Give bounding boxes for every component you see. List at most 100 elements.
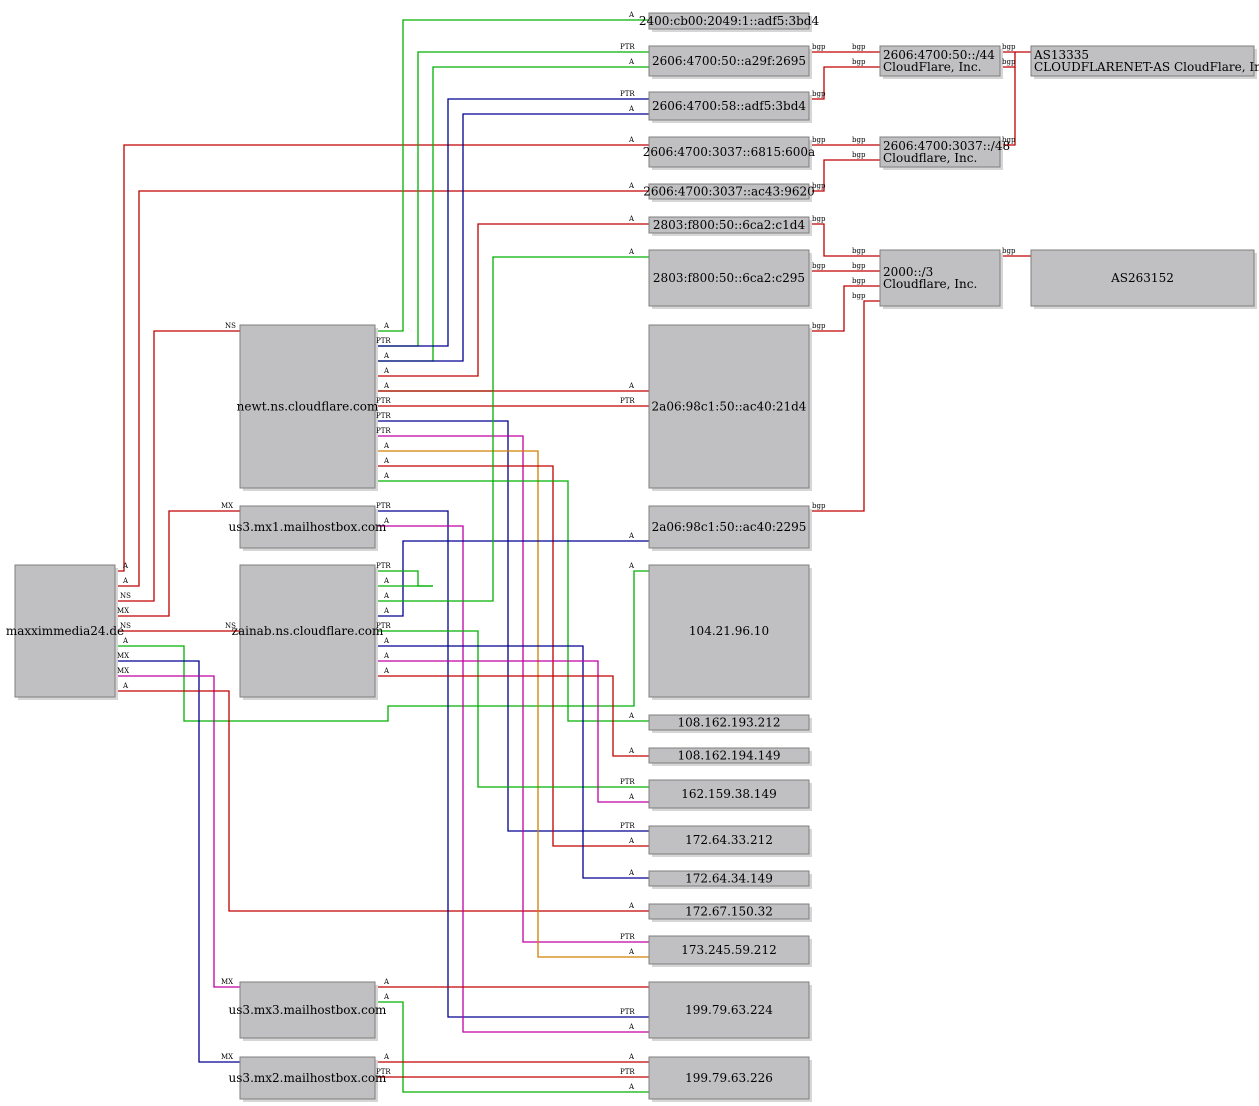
edge-label: A xyxy=(628,793,635,801)
node-label: 2803:f800:50::6ca2:c1d4 xyxy=(653,218,806,232)
edge-label: bgp xyxy=(812,90,826,98)
edge-label: A xyxy=(628,869,635,877)
edge-label: bgp xyxy=(812,136,826,144)
edge-newt-ptr-172-212 xyxy=(375,420,649,832)
edge-label: A xyxy=(383,592,390,600)
node-label: newt.ns.cloudflare.com xyxy=(237,400,379,414)
node-as263152: AS263152 xyxy=(1030,249,1257,309)
edge-domain-a-172-67 xyxy=(115,690,649,912)
edge-domain-a-ac43 xyxy=(115,190,649,587)
edge-zainab-a-2295 xyxy=(375,540,649,617)
edge-label: PTR xyxy=(620,43,635,51)
node-label: Cloudflare, Inc. xyxy=(883,151,977,165)
edge-zainab-a-108-149 xyxy=(375,675,649,757)
edge-zainab-ptr-162 xyxy=(375,630,649,788)
edge-label: PTR xyxy=(376,337,391,345)
edge-label: bgp xyxy=(852,43,866,51)
edge-label: A xyxy=(628,1053,635,1061)
edge-label: A xyxy=(383,978,390,986)
edge-newt-ptr-adf5 xyxy=(375,98,649,347)
edge-bgp-21d4-2000 xyxy=(809,285,880,332)
edge-label: A xyxy=(628,948,635,956)
edge-label: A xyxy=(628,712,635,720)
edge-label: bgp xyxy=(812,43,826,51)
edge-label: MX xyxy=(117,652,129,660)
node-label: 199.79.63.224 xyxy=(685,1003,773,1017)
edge-label: A xyxy=(383,472,390,480)
node-label: 2606:4700:50::a29f:2695 xyxy=(652,54,806,68)
node-ip-2606-6815: 2606:4700:3037::6815:600a xyxy=(643,136,815,170)
node-label: 108.162.193.212 xyxy=(677,716,780,730)
node-label: 173.245.59.212 xyxy=(681,943,776,957)
edge-label: A xyxy=(628,562,635,570)
edge-label: NS xyxy=(120,592,131,600)
node-label: AS13335 xyxy=(1033,48,1089,62)
edge-label: A xyxy=(628,1023,635,1031)
node-ip-2803-c295: 2803:f800:50::6ca2:c295 xyxy=(648,249,812,309)
node-newt: newt.ns.cloudflare.com xyxy=(237,324,379,491)
edge-label: PTR xyxy=(376,562,391,570)
edge-newt-a-173 xyxy=(375,450,649,958)
node-label: 2606:4700:50::/44 xyxy=(883,48,995,62)
edge-domain-a-6815 xyxy=(115,144,649,572)
node-ip-104: 104.21.96.10 xyxy=(648,564,812,700)
edge-label: A xyxy=(628,248,635,256)
node-mx3: us3.mx3.mailhostbox.com xyxy=(229,981,388,1041)
edge-label: A xyxy=(383,652,390,660)
node-mx1: us3.mx1.mailhostbox.com xyxy=(229,505,388,551)
edge-newt-a-c295 xyxy=(375,256,649,392)
edge-label: A xyxy=(628,837,635,845)
node-label: 2a06:98c1:50::ac40:21d4 xyxy=(652,400,807,414)
node-ip-2400: 2400:cb00:2049:1::adf5:3bd4 xyxy=(639,12,820,32)
edge-label: bgp xyxy=(812,322,826,330)
edge-label: A xyxy=(628,902,635,910)
edge-label: PTR xyxy=(376,622,391,630)
edge-label: A xyxy=(383,637,390,645)
edge-label: A xyxy=(628,58,635,66)
edge-domain-mx-mx1 xyxy=(115,510,240,617)
edge-label: A xyxy=(628,747,635,755)
node-label: 2606:4700:58::adf5:3bd4 xyxy=(652,99,806,113)
node-label: 2803:f800:50::6ca2:c295 xyxy=(653,271,805,285)
edge-mx1-a-224 xyxy=(375,525,649,1033)
node-mx2: us3.mx2.mailhostbox.com xyxy=(229,1056,387,1102)
edge-domain-mx-mx3 xyxy=(115,675,240,988)
node-ip-2606-ac43: 2606:4700:3037::ac43:9620 xyxy=(643,183,815,202)
edge-domain-ns-newt xyxy=(115,330,240,602)
edge-label: A xyxy=(628,382,635,390)
edge-label: A xyxy=(383,607,390,615)
node-ip-2606-a29f: 2606:4700:50::a29f:2695 xyxy=(648,45,812,79)
edge-label: bgp xyxy=(1002,136,1016,144)
node-maxximmedia: maxximmedia24.de xyxy=(6,564,124,700)
node-label: AS263152 xyxy=(1110,271,1174,285)
edge-label: bgp xyxy=(852,247,866,255)
edge-label: A xyxy=(383,1053,390,1061)
node-ip-172-64-212: 172.64.33.212 xyxy=(648,825,812,857)
edge-label: NS xyxy=(225,322,236,330)
node-label: 199.79.63.226 xyxy=(685,1071,773,1085)
edge-bgp-adf5-44 xyxy=(809,66,880,100)
node-ip-199-224: 199.79.63.224 xyxy=(648,981,812,1041)
node-ip-172-64-149: 172.64.34.149 xyxy=(648,870,812,889)
node-ip-108-212: 108.162.193.212 xyxy=(648,714,812,733)
node-zainab: zainab.ns.cloudflare.com xyxy=(232,564,384,700)
edge-label: A xyxy=(628,532,635,540)
edge-label: A xyxy=(383,322,390,330)
edge-zainab-a-162 xyxy=(375,660,649,803)
edge-label: A xyxy=(383,352,390,360)
edge-label: PTR xyxy=(620,822,635,830)
edge-newt-ptr-173 xyxy=(375,435,649,943)
edge-mx1-ptr-224 xyxy=(375,510,649,1018)
edge-label: PTR xyxy=(620,397,635,405)
edge-label: bgp xyxy=(852,262,866,270)
node-label: us3.mx1.mailhostbox.com xyxy=(229,520,388,534)
edge-label: A xyxy=(628,11,635,19)
edge-label: PTR xyxy=(376,1068,391,1076)
node-ip-2803-c1d4: 2803:f800:50::6ca2:c1d4 xyxy=(648,216,812,236)
node-label: us3.mx3.mailhostbox.com xyxy=(229,1003,388,1017)
edge-label: MX xyxy=(117,667,129,675)
edge-label: A xyxy=(628,136,635,144)
node-label: 2400:cb00:2049:1::adf5:3bd4 xyxy=(639,14,820,28)
edge-label: MX xyxy=(221,978,233,986)
edge-label: A xyxy=(122,562,129,570)
